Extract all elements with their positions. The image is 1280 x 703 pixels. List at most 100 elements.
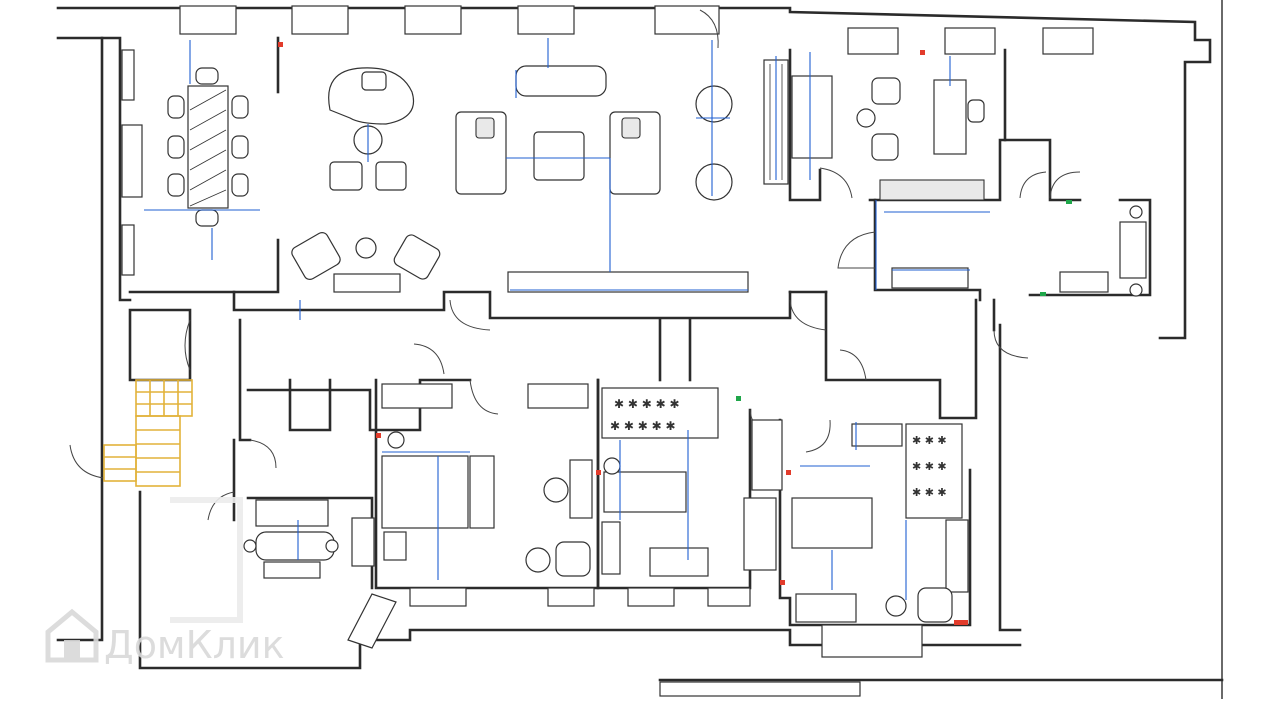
door-east-2	[1019, 171, 1047, 199]
window-s5	[821, 624, 923, 658]
south-windows	[347, 587, 923, 658]
door-bedroom-3	[805, 419, 831, 453]
door-north-balcony	[699, 9, 719, 49]
cushion	[475, 117, 495, 139]
west-window-1	[121, 49, 135, 101]
door-wardrobe	[413, 343, 445, 375]
wall-living-south-west	[128, 238, 280, 294]
armchairs-south	[291, 232, 749, 293]
north-windows	[121, 5, 1094, 276]
outer-wall-west-upper	[56, 36, 132, 302]
cushion	[621, 117, 641, 139]
pouf	[329, 161, 363, 191]
stair-flight-lower	[135, 415, 181, 487]
bedroom-2	[601, 387, 783, 577]
window-s3	[627, 587, 675, 607]
window-1	[179, 5, 237, 35]
door-entrance	[69, 444, 105, 479]
door-hall-round	[837, 231, 876, 269]
dining-chair	[231, 95, 249, 119]
dining-chair	[167, 95, 185, 119]
window-8	[1042, 27, 1094, 55]
wall-hall-east	[873, 198, 982, 302]
east-bed	[1119, 221, 1147, 279]
window-6	[847, 27, 899, 55]
dining-chair	[167, 135, 185, 159]
armchair	[291, 232, 341, 280]
stair-landing	[103, 444, 137, 482]
bed-patterns: ✱ ✱ ✱ ✱ ✱ ✱ ✱ ✱ ✱ ✱ ✱ ✱ ✱ ✱ ✱ ✱ ✱ ✱ ✱	[610, 397, 947, 499]
wall-wardrobe-1	[246, 378, 472, 432]
west-window-2	[121, 124, 143, 198]
east-cabinet	[1059, 271, 1109, 293]
dining-chair	[231, 135, 249, 159]
desk	[569, 459, 593, 519]
house-logo-icon	[45, 608, 99, 663]
window-5	[654, 5, 720, 35]
doors	[69, 9, 1081, 521]
shelf	[601, 521, 621, 575]
svg-text:✱ ✱ ✱ ✱ ✱: ✱ ✱ ✱ ✱ ✱	[614, 397, 680, 411]
wall-corridor-north	[232, 290, 792, 320]
dimension-lines	[144, 38, 990, 600]
window-4	[517, 5, 575, 35]
door-study	[819, 167, 853, 199]
markers	[278, 42, 1072, 625]
wall-bedroom-3	[778, 418, 972, 627]
watermark: ДомКлик	[45, 497, 285, 667]
side-table	[695, 85, 733, 123]
study-armchair	[871, 133, 899, 161]
kitchen-chairs	[263, 561, 321, 579]
armchair-3	[917, 587, 953, 623]
door-corridor-1	[449, 299, 491, 331]
round-sofa	[328, 67, 414, 125]
door-corridor-2	[789, 299, 827, 331]
outer-wall-east-lower	[998, 323, 1022, 632]
armchair	[393, 234, 441, 280]
door-east-3	[993, 329, 1029, 359]
outer-walls	[56, 0, 1224, 699]
study-side-table	[856, 108, 876, 128]
east-lamp	[1129, 205, 1143, 219]
bed-patterned	[601, 387, 719, 439]
door-stair-lobby	[184, 319, 191, 371]
window-s1	[409, 587, 467, 607]
outer-wall-south	[138, 490, 1022, 670]
desk-chair	[543, 477, 569, 503]
study-armchair	[871, 77, 901, 105]
study-desk	[933, 79, 967, 155]
door-dining	[207, 491, 235, 521]
main-sofa-group	[455, 65, 661, 195]
window-2	[291, 5, 349, 35]
coffee-table	[533, 131, 585, 181]
svg-text:✱ ✱ ✱: ✱ ✱ ✱	[912, 460, 947, 473]
closet	[751, 419, 783, 491]
window-3	[404, 5, 462, 35]
door-hall-west	[249, 439, 277, 469]
east-room	[891, 205, 1147, 297]
hall-cabinet	[891, 267, 969, 289]
east-lamp	[1129, 283, 1143, 297]
svg-text:✱ ✱ ✱: ✱ ✱ ✱	[912, 434, 947, 447]
wardrobe	[381, 383, 453, 409]
lower-windows	[659, 681, 861, 697]
armchair-bedroom	[555, 541, 591, 577]
window-s4	[707, 587, 751, 607]
study-cabinet	[879, 179, 985, 201]
kitchen-unit	[351, 517, 375, 567]
round-tables	[355, 85, 733, 259]
watermark-text: ДомКлик	[104, 623, 285, 667]
bed-patterned-3	[905, 423, 963, 519]
kitchen-table	[255, 531, 335, 561]
side-table-bedroom	[525, 547, 551, 573]
window-s2	[547, 587, 595, 607]
outer-wall-west	[56, 36, 104, 642]
kitchen-bench	[255, 499, 329, 527]
window-7	[944, 27, 996, 55]
cabinet-3	[945, 519, 969, 593]
desk-3	[795, 593, 857, 623]
door-east-1	[1049, 171, 1081, 199]
kitchen-area	[243, 499, 407, 579]
